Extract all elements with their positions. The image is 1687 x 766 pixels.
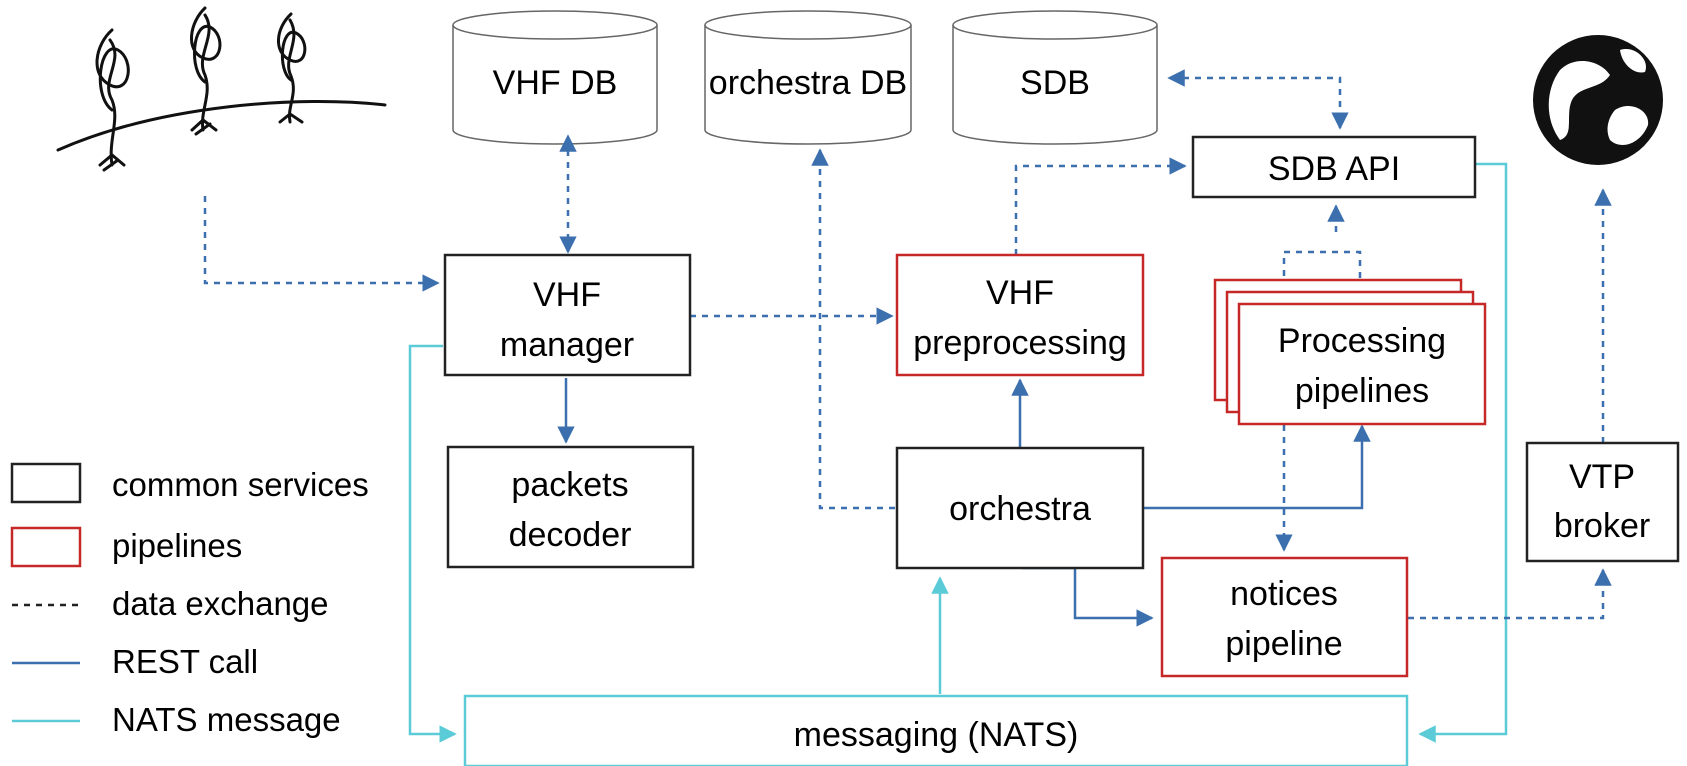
legend-common-swatch [10,462,82,504]
db-vhf-label: VHF DB [493,64,618,102]
db-vhf: VHF DB [452,10,658,145]
messaging-nats-label: messaging (NATS) [794,716,1079,754]
legend-rest-call: REST call [112,643,258,680]
sdb-api-label: SDB API [1268,150,1400,188]
legend-data-exchange: data exchange [112,585,329,622]
vhf-manager-label-2: manager [500,326,634,364]
packets-decoder-box: packets decoder [446,445,695,569]
vtp-broker-label-2: broker [1554,507,1650,545]
processing-pipelines-label-2: pipelines [1295,372,1429,410]
vhf-manager-box: VHF manager [443,253,692,377]
vhf-preprocessing-box: VHF preprocessing [895,253,1145,377]
vhf-preprocessing-label-2: preprocessing [913,324,1127,362]
legend-pipelines: pipelines [112,527,242,564]
orchestra-label: orchestra [949,490,1091,528]
legend-nats-message: NATS message [112,701,341,738]
vhf-manager-label-1: VHF [533,276,601,314]
db-sdb: SDB [952,10,1158,145]
notices-pipeline-box: notices pipeline [1160,556,1409,678]
vtp-broker-label-1: VTP [1569,458,1635,496]
nats-connectors [408,162,1508,743]
globe-icon [1533,35,1663,165]
vhf-preprocessing-label-1: VHF [986,274,1054,312]
vtp-broker-box: VTP broker [1525,441,1680,563]
packets-decoder-label-1: packets [511,466,628,504]
db-orchestra-label: orchestra DB [709,64,907,102]
processing-pipelines-label-1: Processing [1278,322,1446,360]
db-sdb-label: SDB [1020,64,1090,102]
sdb-api-box: SDB API [1191,135,1477,199]
notices-pipeline-label-2: pipeline [1225,625,1342,663]
db-orchestra: orchestra DB [704,10,912,145]
legend: common services pipelines data exchange … [10,462,369,738]
legend-pipelines-swatch [10,526,82,568]
messaging-nats-box: messaging (NATS) [463,694,1409,766]
data-exchange-connectors [203,69,1612,620]
processing-pipelines-stack: Processing pipelines [1213,278,1487,426]
packets-decoder-label-2: decoder [509,516,632,554]
orchestra-box: orchestra [895,446,1145,570]
legend-common-services: common services [112,466,369,503]
trees-sketch-icon [56,6,387,172]
notices-pipeline-label-1: notices [1230,575,1338,613]
